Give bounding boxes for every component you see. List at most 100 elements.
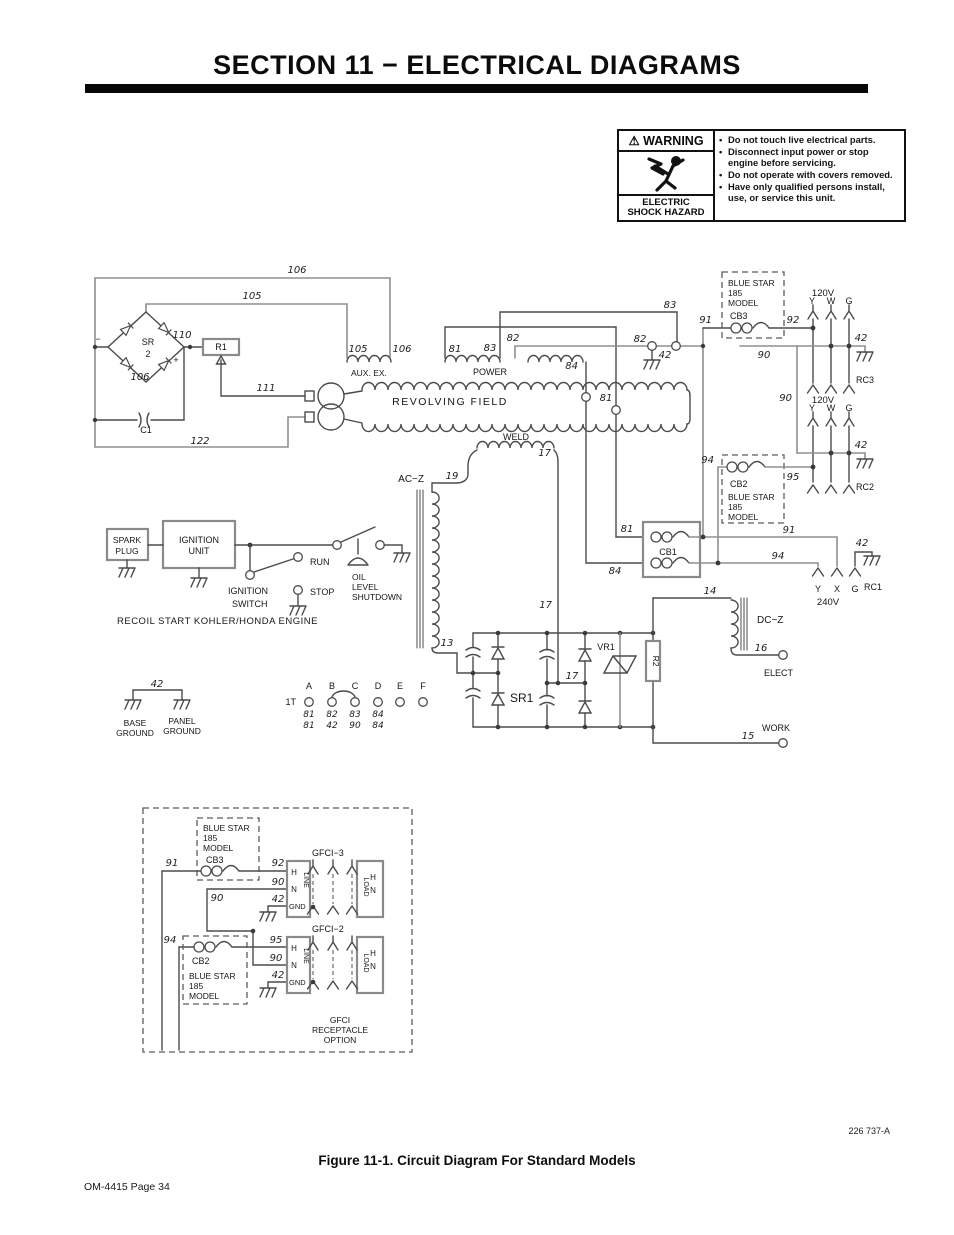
engine-circuit bbox=[105, 519, 411, 616]
lbl-cb3: CB3 bbox=[730, 311, 748, 321]
lbl-bluestar2-1: BLUE STAR bbox=[728, 492, 775, 502]
slip-rings-brushes bbox=[304, 382, 363, 431]
lbl-240v: 240V bbox=[817, 597, 840, 608]
revolving-field-winding bbox=[361, 381, 691, 433]
lbl-14: 14 bbox=[704, 586, 717, 597]
lbl-y3: Y bbox=[815, 584, 821, 594]
lbl-g-cb2: CB2 bbox=[192, 956, 210, 966]
lbl-n1b: 82 bbox=[326, 710, 338, 720]
lbl-106-left: 106 bbox=[130, 372, 149, 383]
lbl-g-95: 95 bbox=[270, 935, 283, 946]
weld-winding bbox=[431, 440, 559, 684]
lbl-term-d: D bbox=[375, 681, 382, 691]
lbl-g-load2: LOAD bbox=[362, 953, 369, 972]
lbl-15: 15 bbox=[742, 731, 755, 742]
lbl-g-n2r: N bbox=[370, 962, 376, 971]
lbl-gfci-option3: OPTION bbox=[324, 1035, 357, 1045]
lbl-power: POWER bbox=[473, 367, 508, 377]
page-footer: OM-4415 Page 34 bbox=[84, 1181, 170, 1193]
lbl-bluestar2-2: 185 bbox=[728, 502, 742, 512]
lbl-g-92: 92 bbox=[272, 858, 285, 869]
lbl-term-f: F bbox=[420, 681, 426, 691]
lbl-g-h2: H bbox=[291, 944, 297, 953]
lbl-16: 16 bbox=[755, 643, 768, 654]
gfci3-receptacle bbox=[285, 859, 385, 919]
lbl-weld: WELD bbox=[503, 432, 530, 442]
gfci2-receptacle bbox=[285, 935, 385, 995]
lbl-84-cb1: 84 bbox=[609, 566, 622, 577]
lbl-spark2: PLUG bbox=[115, 546, 138, 556]
lbl-110: 110 bbox=[172, 330, 191, 341]
lbl-95: 95 bbox=[787, 472, 800, 483]
lbl-ignition2: UNIT bbox=[189, 546, 210, 556]
acz-reactor bbox=[416, 489, 474, 674]
lbl-g-90b: 90 bbox=[211, 893, 224, 904]
lbl-g-h1r: H bbox=[370, 873, 376, 882]
warning-left-panel: ⚠ WARNING ELECTRIC SHOCK HAZARD bbox=[619, 131, 715, 220]
lbl-g-bluestar2-2: 185 bbox=[189, 981, 203, 991]
lbl-g-gnd2: GND bbox=[289, 978, 306, 987]
cb1-breaker bbox=[641, 520, 702, 579]
lbl-n2c: 90 bbox=[349, 721, 361, 731]
lbl-83-power: 83 bbox=[484, 343, 497, 354]
sr1-rectifier bbox=[465, 630, 656, 730]
lbl-94-cb2: 94 bbox=[701, 455, 714, 466]
hazard-line1: ELECTRIC bbox=[642, 197, 690, 208]
lbl-n2a: 81 bbox=[303, 721, 314, 731]
lbl-g-line2: LINE bbox=[302, 948, 309, 964]
lbl-oil3: SHUTDOWN bbox=[352, 592, 402, 602]
warning-title-text: WARNING bbox=[643, 134, 704, 148]
lbl-81-power: 81 bbox=[449, 344, 462, 355]
lbl-cb2: CB2 bbox=[730, 479, 748, 489]
warning-triangle-icon: ⚠ bbox=[628, 134, 640, 148]
lbl-aux-ex: AUX. EX. bbox=[351, 368, 387, 378]
lbl-17-a: 17 bbox=[539, 600, 552, 611]
lbl-igsw2: SWITCH bbox=[232, 599, 268, 609]
figure-caption: Figure 11-1. Circuit Diagram For Standar… bbox=[318, 1153, 636, 1168]
lbl-1t: 1T bbox=[285, 697, 296, 707]
cb2-breaker bbox=[717, 454, 812, 564]
lbl-g-bluestar2-3: MODEL bbox=[189, 991, 220, 1001]
lbl-42-rc3: 42 bbox=[855, 333, 868, 344]
lbl-g-bluestar3-2: 185 bbox=[203, 833, 217, 843]
lbl-panel1: PANEL bbox=[168, 716, 196, 726]
lbl-rc2: RC2 bbox=[856, 482, 874, 492]
lbl-n2d: 84 bbox=[372, 721, 384, 731]
lbl-106-aux: 106 bbox=[392, 344, 411, 355]
lbl-g1: G bbox=[845, 296, 852, 306]
lbl-g-bluestar2-1: BLUE STAR bbox=[189, 971, 236, 981]
lbl-minus: − bbox=[95, 334, 100, 344]
chassis-grounds bbox=[124, 689, 191, 710]
lbl-83-right: 83 bbox=[664, 300, 677, 311]
lbl-w1: W bbox=[827, 296, 836, 306]
lbl-work: WORK bbox=[762, 723, 790, 733]
lbl-91-rc1: 91 bbox=[783, 525, 796, 536]
lbl-acz: AC−Z bbox=[398, 474, 424, 485]
lbl-sr1: SR1 bbox=[510, 691, 534, 705]
warning-bullet: Disconnect input power or stop engine be… bbox=[719, 146, 900, 168]
lbl-g3: G bbox=[851, 584, 858, 594]
lbl-42-mid: 42 bbox=[659, 350, 672, 361]
lbl-term-c: C bbox=[352, 681, 359, 691]
warning-bullet: Have only qualified persons install, use… bbox=[719, 181, 900, 203]
lbl-revolving-field: REVOLVING FIELD bbox=[392, 396, 508, 408]
lbl-bluestar3-1: BLUE STAR bbox=[728, 278, 775, 288]
rc2-receptacle bbox=[796, 411, 874, 494]
lbl-vr1: VR1 bbox=[597, 642, 615, 652]
rc3-receptacle bbox=[739, 304, 874, 454]
lbl-84-power: 84 bbox=[565, 361, 578, 372]
dcz-reactor bbox=[652, 597, 788, 660]
lbl-term-a: A bbox=[306, 681, 312, 691]
bridge-rectifier-sr2 bbox=[106, 311, 186, 383]
warning-bullets: Do not touch live electrical parts. Disc… bbox=[715, 131, 904, 220]
lbl-base1: BASE bbox=[124, 718, 147, 728]
lbl-bluestar3-2: 185 bbox=[728, 288, 742, 298]
lbl-x3: X bbox=[834, 584, 840, 594]
electric-shock-icon bbox=[619, 152, 713, 194]
hazard-line2: SHOCK HAZARD bbox=[627, 207, 705, 218]
lbl-42-ground: 42 bbox=[151, 679, 164, 690]
work-lead bbox=[652, 726, 788, 748]
lbl-ignition1: IGNITION bbox=[179, 535, 219, 545]
lbl-120v-rc2: 120V bbox=[812, 395, 835, 406]
